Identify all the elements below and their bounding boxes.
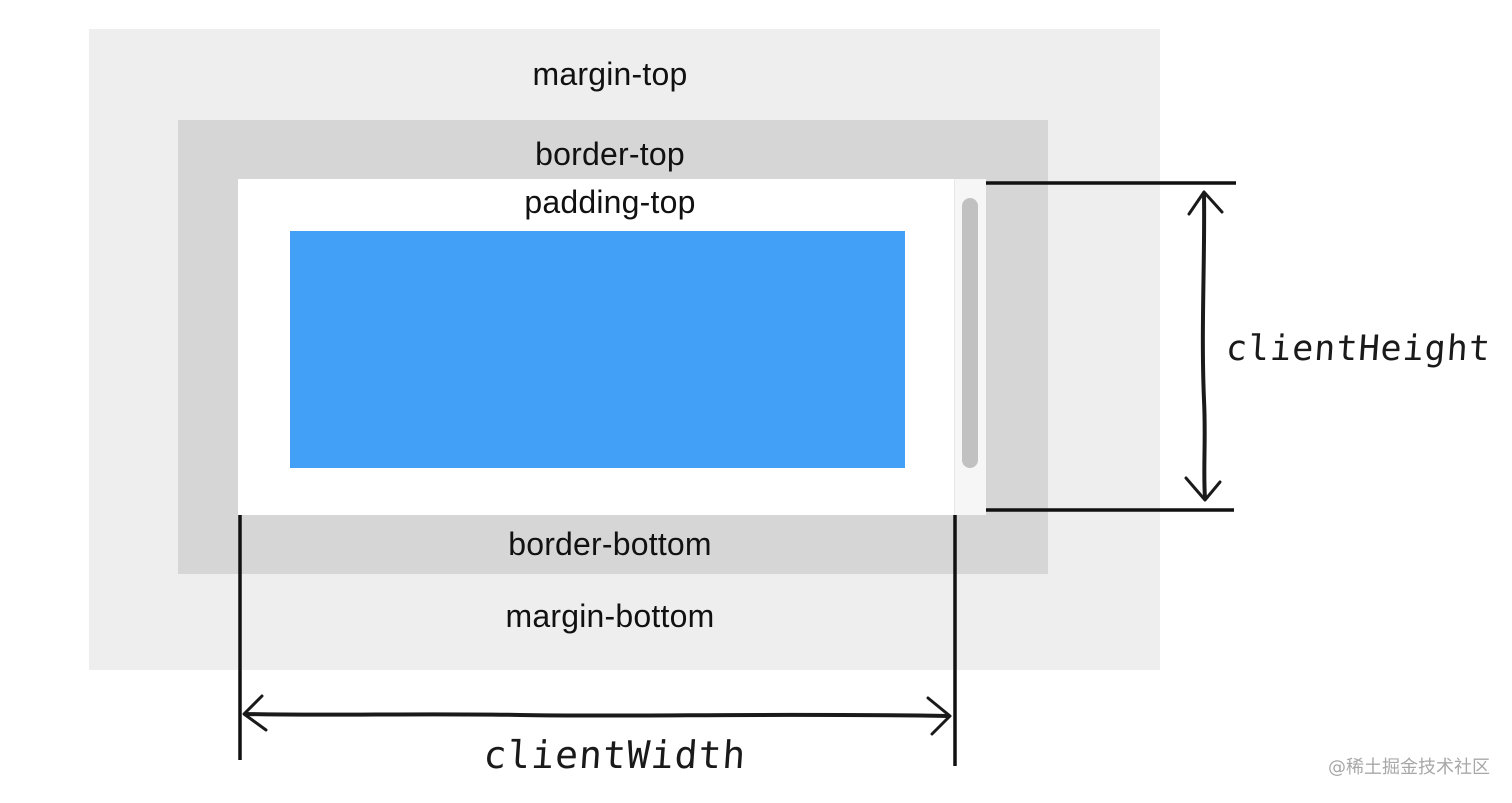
client-width-arrow-shaft [244,712,950,718]
vertical-scrollbar[interactable] [954,179,986,515]
client-width-arrow-head-right [926,696,952,736]
content-area [290,231,905,468]
client-width-arrow [242,694,952,736]
client-height-arrow-head-bottom [1184,476,1222,502]
border-bottom-label: border-bottom [508,526,712,562]
client-height-arrow [1184,190,1224,502]
client-width-label: clientWidth [482,733,748,777]
border-top-label: border-top [535,136,685,172]
padding-top-label: padding-top [524,184,696,220]
watermark-text: @稀土掘金技术社区 [1328,757,1490,778]
margin-top-label: margin-top [532,56,688,92]
client-height-arrow-shaft [1200,192,1207,500]
scrollbar-thumb[interactable] [962,198,978,468]
client-height-label: clientHeight [1224,329,1493,369]
margin-bottom-label: margin-bottom [505,598,715,634]
client-height-arrow-head-top [1187,190,1224,216]
client-width-arrow-head-left [242,694,268,732]
